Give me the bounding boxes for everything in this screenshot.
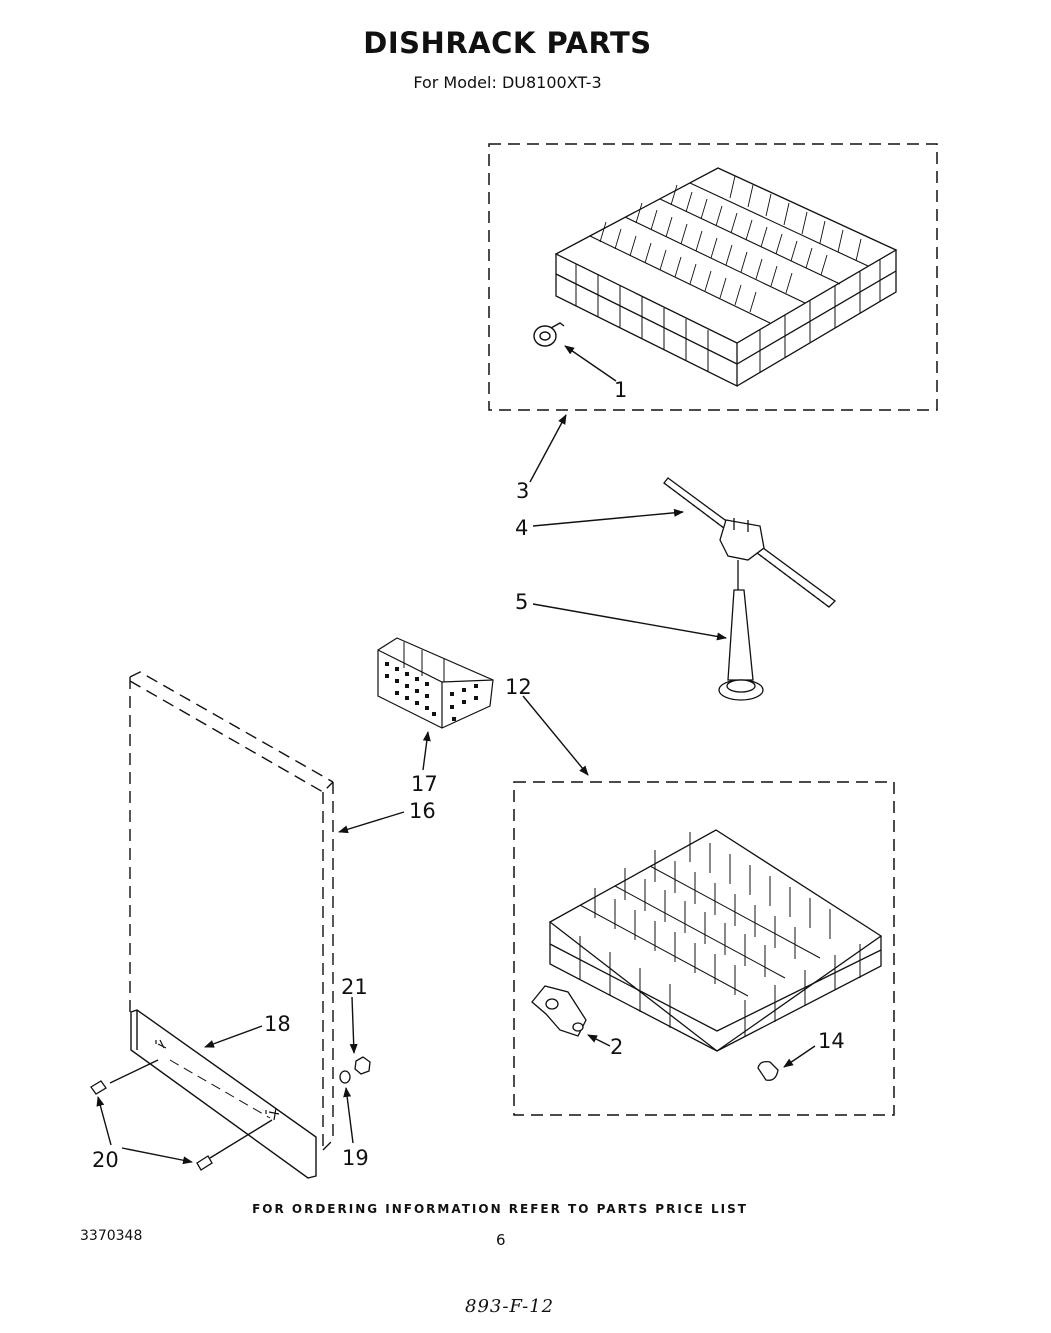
rack-roller — [533, 322, 565, 347]
callout-12: 12 — [505, 675, 532, 699]
document-number: 3370348 — [80, 1228, 143, 1244]
page-number: 6 — [496, 1231, 506, 1249]
silverware-basket — [377, 637, 494, 729]
ordering-note: FOR ORDERING INFORMATION REFER TO PARTS … — [252, 1202, 748, 1216]
handwritten-note: 893-F-12 — [465, 1296, 555, 1317]
callout-16: 16 — [409, 799, 436, 823]
upper-rack-group-box — [488, 143, 938, 411]
callout-19: 19 — [342, 1146, 369, 1170]
callout-5: 5 — [515, 590, 529, 614]
nut-and-washer — [339, 1056, 371, 1084]
leader-lines — [96, 345, 816, 1165]
door-trim-strip — [130, 1009, 317, 1179]
callout-17: 17 — [411, 772, 438, 796]
rack-wheel — [531, 985, 587, 1037]
upper-dishrack — [554, 167, 898, 388]
spray-arm-support — [718, 560, 764, 701]
callout-4: 4 — [515, 516, 529, 540]
callout-3: 3 — [516, 479, 530, 503]
spray-arm — [663, 477, 836, 608]
model-subtitle: For Model: DU8100XT-3 — [413, 73, 602, 92]
door-panel — [129, 671, 334, 1151]
rack-cap — [757, 1060, 779, 1081]
lower-rack-group-box — [513, 781, 895, 1116]
callout-2: 2 — [610, 1035, 624, 1059]
callout-18: 18 — [264, 1012, 291, 1036]
callout-14: 14 — [818, 1029, 845, 1053]
lower-dishrack — [548, 829, 883, 1052]
screws — [90, 1080, 213, 1171]
callout-1: 1 — [614, 378, 628, 402]
callout-20: 20 — [92, 1148, 119, 1172]
page-title: DISHRACK PARTS — [363, 26, 652, 60]
callout-21: 21 — [341, 975, 368, 999]
